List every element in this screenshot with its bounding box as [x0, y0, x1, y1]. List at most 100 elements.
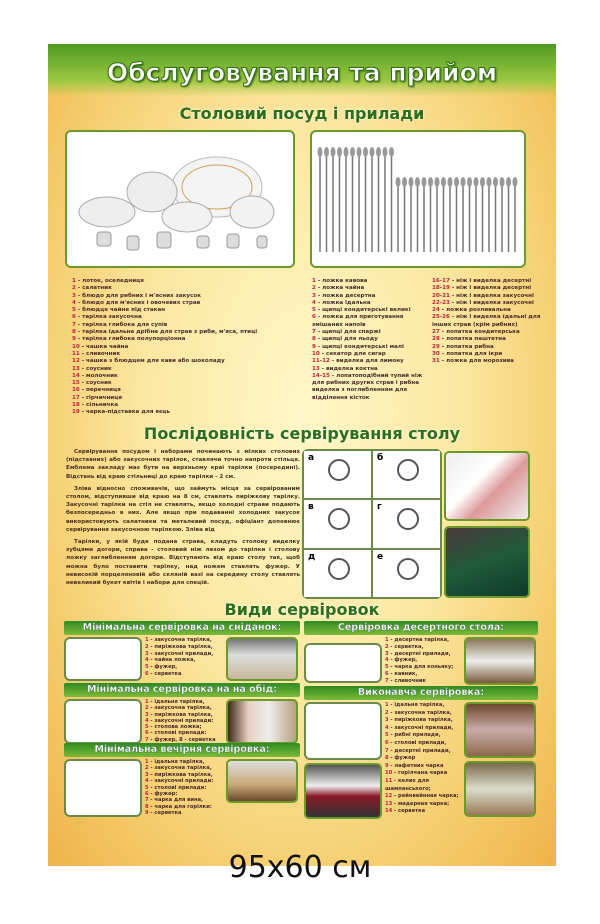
step-cell: б: [373, 451, 440, 499]
list-item: 7 - десертні прилади,: [385, 747, 451, 754]
utensil-head: [350, 147, 355, 157]
utensil-head: [402, 177, 407, 187]
list-item: 17 - гірчичниця: [72, 394, 122, 401]
breakfast-photo: [226, 637, 298, 681]
list-item: 10 - горілчана чарка: [385, 770, 448, 777]
step-cell: д: [304, 549, 371, 597]
lunch-photo: [226, 699, 298, 744]
utensil-head: [337, 147, 342, 157]
list-item: 3 - пиріжкова тарілка,: [385, 717, 453, 724]
utensil-head: [434, 177, 440, 187]
list-item: 13 - виделка коктна: [312, 365, 378, 372]
utensil-head: [376, 147, 381, 157]
list-item: 11 - келих для шампанського;: [385, 777, 431, 792]
list-item: 1 - їдальня тарілка,: [145, 699, 205, 705]
paragraph: Сервірування посудом і наборами починают…: [66, 449, 300, 480]
list-item: 4 - блюдо для м'ясних і овочевих страв: [72, 299, 201, 306]
list-item: 2 - закусочна тарілка,: [145, 705, 212, 712]
breakfast-list: 1 - закусочна тарілка,2 - пиріжкова тарі…: [145, 637, 223, 681]
utensil-head: [369, 147, 375, 157]
list-item: 3 - блюдо для рибних і м'ясних закусок: [72, 292, 202, 299]
list-item: 10 - секатор для сигар: [312, 350, 386, 357]
utensil-head: [480, 177, 485, 187]
list-item: 25-26 - ніж і виделка їдальні для інших …: [432, 314, 541, 328]
evening-diagram: [64, 759, 142, 817]
list-item: 3 - десертні прилади,: [385, 650, 451, 657]
utensil-head: [441, 177, 446, 187]
breakfast-title: Мінімальна сервіровка на сніданок:: [64, 621, 300, 635]
list-item: 8 - тарілка їдальна дрібна для страв з р…: [72, 329, 258, 336]
plate-icon: [328, 459, 350, 481]
utensil-head: [415, 177, 420, 187]
list-item: 8 - чарка для горілки:: [145, 803, 212, 810]
list-item: 7 - чарка для вина,: [145, 797, 204, 804]
list-item: 20-21 - ніж і виделка закусочні: [432, 292, 534, 299]
list-item: 29 - лопатка рибна: [432, 343, 494, 350]
list-item: 14 - серветка: [385, 808, 426, 815]
plate-icon: [397, 459, 419, 481]
list-item: 2 - ложка чайна: [312, 285, 365, 292]
list-item: 12 - чашка з блюдцем для кави або шокола…: [72, 358, 225, 365]
list-item: 6 - серветка: [145, 670, 182, 677]
lunch-diagram: [64, 699, 142, 744]
utensil-head: [389, 147, 394, 157]
utensil-head: [395, 177, 401, 187]
plate-icon: [397, 508, 419, 531]
utensil-head: [486, 177, 492, 187]
evening-photo: [226, 759, 298, 803]
list-item: 31 - ложка для морозива: [432, 358, 514, 365]
list-item: 14 - молочник: [72, 372, 118, 379]
list-item: 2 - серветка,: [385, 643, 424, 650]
section-heading-types: Види сервіровок: [224, 600, 380, 619]
list-item: 4 - фужер,: [385, 657, 418, 664]
list-item: 3 - пиріжкова тарілка,: [145, 711, 213, 718]
list-item: 6 - кавник,: [385, 670, 418, 677]
plate-icon: [328, 508, 350, 531]
executive-photo-2: [464, 761, 536, 817]
dessert-section: Сервіровка десертного стола: 1 - десертн…: [304, 621, 538, 685]
size-label: 95x60 см: [228, 850, 372, 885]
utensil-head: [467, 177, 472, 187]
list-item: 8 - фужер: [385, 755, 416, 762]
utensil-head: [493, 177, 498, 187]
utensil-head: [473, 177, 479, 187]
list-item: 1 - їдальня тарілка,: [145, 759, 205, 765]
evening-section: Мінімальна вечірня сервіровка: 1 - їдаль…: [64, 743, 300, 817]
utensil-head: [317, 147, 323, 157]
list-item: 3 - закусочні прилади,: [145, 650, 214, 657]
lunch-title: Мінімальна сервіровка на на обід:: [64, 683, 300, 697]
utensil-head: [330, 147, 336, 157]
utensil-head: [506, 177, 511, 187]
list-item: 10 - чашка чайна: [72, 343, 129, 350]
lunch-section: Мінімальна сервіровка на на обід: 1 - їд…: [64, 683, 300, 744]
list-item: 19 - чарка-підставка для яєць: [72, 409, 170, 416]
evening-list: 1 - їдальня тарілка,2 - закусочна тарілк…: [145, 759, 223, 817]
dishes-photo: [65, 130, 295, 268]
list-item: 5 - щипці кондитерські великі: [312, 307, 411, 314]
list-item: 4 - чайна ложка,: [145, 657, 196, 664]
list-item: 9 - лафетних чарка: [385, 762, 444, 769]
list-item: 2 - закусочна тарілка,: [385, 709, 452, 716]
dessert-diagram: [304, 643, 382, 683]
step-letter: в: [308, 502, 314, 513]
list-item: 5 - фужер,: [145, 664, 178, 671]
list-item: 15 - соусник: [72, 380, 112, 387]
list-item: 13 - мадерная чарка;: [385, 800, 450, 807]
list-item: 9 - тарілка глибока полупорціонна: [72, 336, 186, 343]
paragraph: Зліва відносно споживачів, що займуть мі…: [66, 485, 300, 533]
list-item: 4 - закусочні прилади,: [385, 724, 454, 731]
list-item: 5 - столові прилади:: [145, 784, 207, 791]
cutlery-photo: [310, 130, 526, 268]
utensil-head: [447, 177, 453, 187]
executive-diagram: [304, 702, 382, 760]
step-cell: в: [304, 500, 371, 548]
list-item: 5 - рибні прилади,: [385, 732, 441, 739]
list-item: 12 - рейнвейнная чарка;: [385, 793, 459, 800]
list-item: 1 - десертна тарілка,: [385, 637, 450, 643]
list-item: 5 - блюдце чайне під стакан: [72, 307, 166, 314]
step-cell: а: [304, 451, 371, 499]
dessert-photo: [464, 637, 536, 685]
utensil-head: [428, 177, 433, 187]
